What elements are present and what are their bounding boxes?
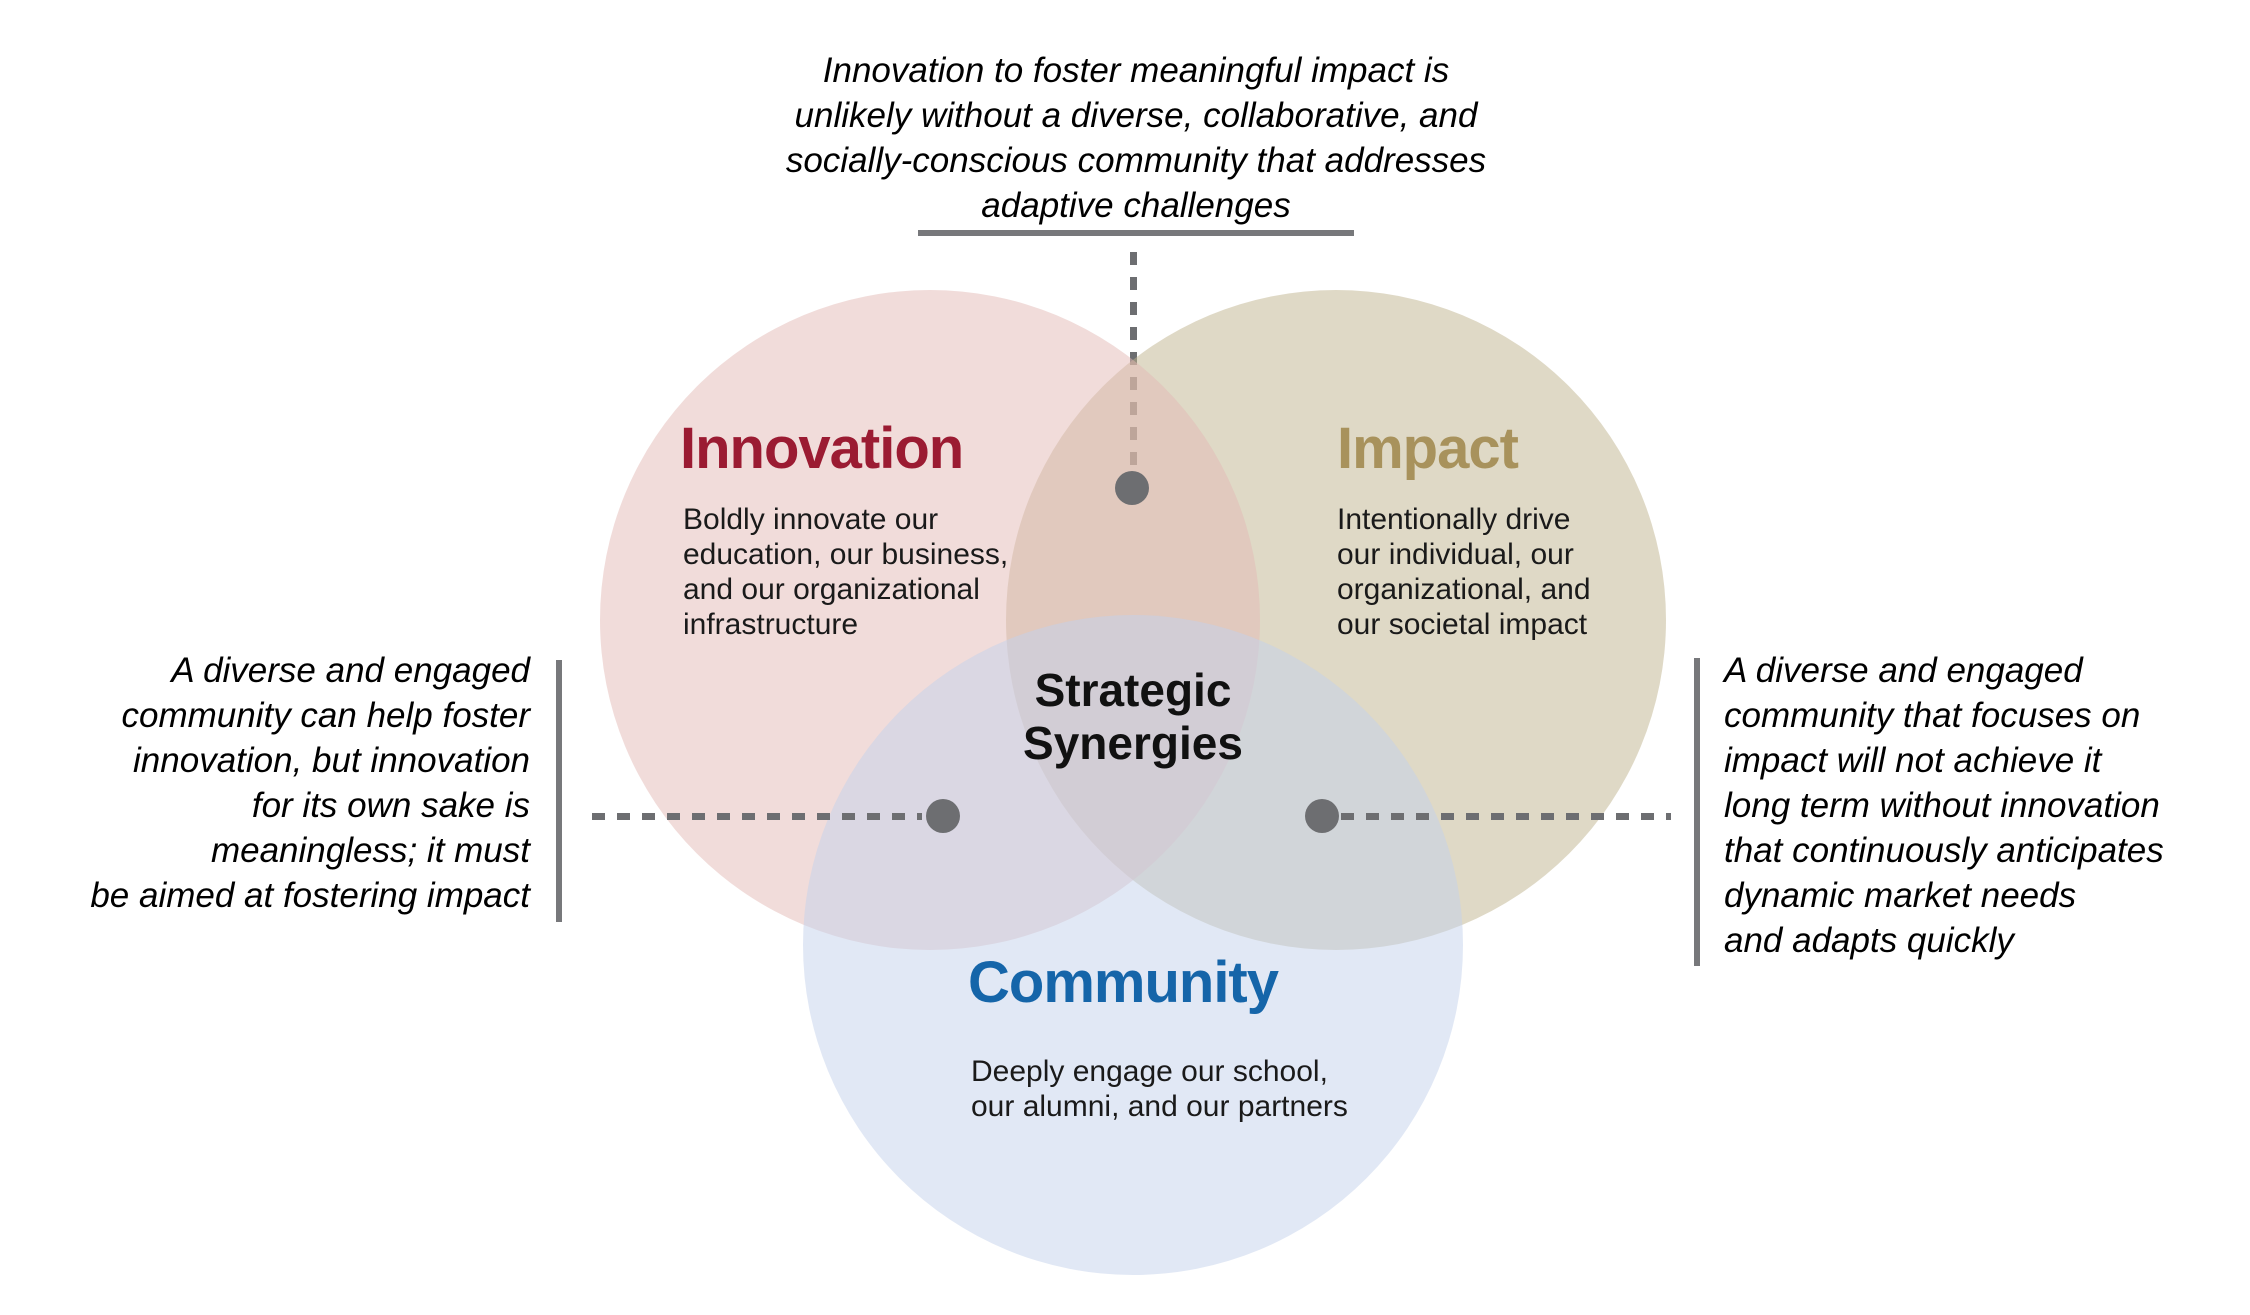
center-label-strategic-synergies: Strategic Synergies (1023, 664, 1243, 769)
impact-title: Impact (1337, 416, 1519, 481)
innovation-title: Innovation (680, 416, 964, 481)
community-description: Deeply engage our school, our alumni, an… (971, 1055, 1348, 1123)
community-circle (803, 615, 1463, 1275)
right-annotation-bar (1694, 658, 1700, 966)
annotation-left-text: A diverse and engaged community can help… (90, 651, 530, 915)
left-connector-dot (926, 799, 960, 833)
left-connector-dashed-line (592, 813, 922, 820)
top-connector-dot (1115, 471, 1149, 505)
top-annotation-underline (918, 230, 1354, 236)
annotation-right-text: A diverse and engaged community that foc… (1724, 651, 2164, 960)
community-title: Community (968, 950, 1279, 1015)
innovation-description: Boldly innovate our education, our busin… (683, 503, 1009, 641)
right-connector-dashed-line (1341, 813, 1671, 820)
annotation-top-text: Innovation to foster meaningful impact i… (785, 51, 1487, 225)
left-annotation-bar (556, 660, 562, 922)
impact-description: Intentionally drive our individual, our … (1337, 503, 1591, 641)
right-connector-dot (1305, 799, 1339, 833)
